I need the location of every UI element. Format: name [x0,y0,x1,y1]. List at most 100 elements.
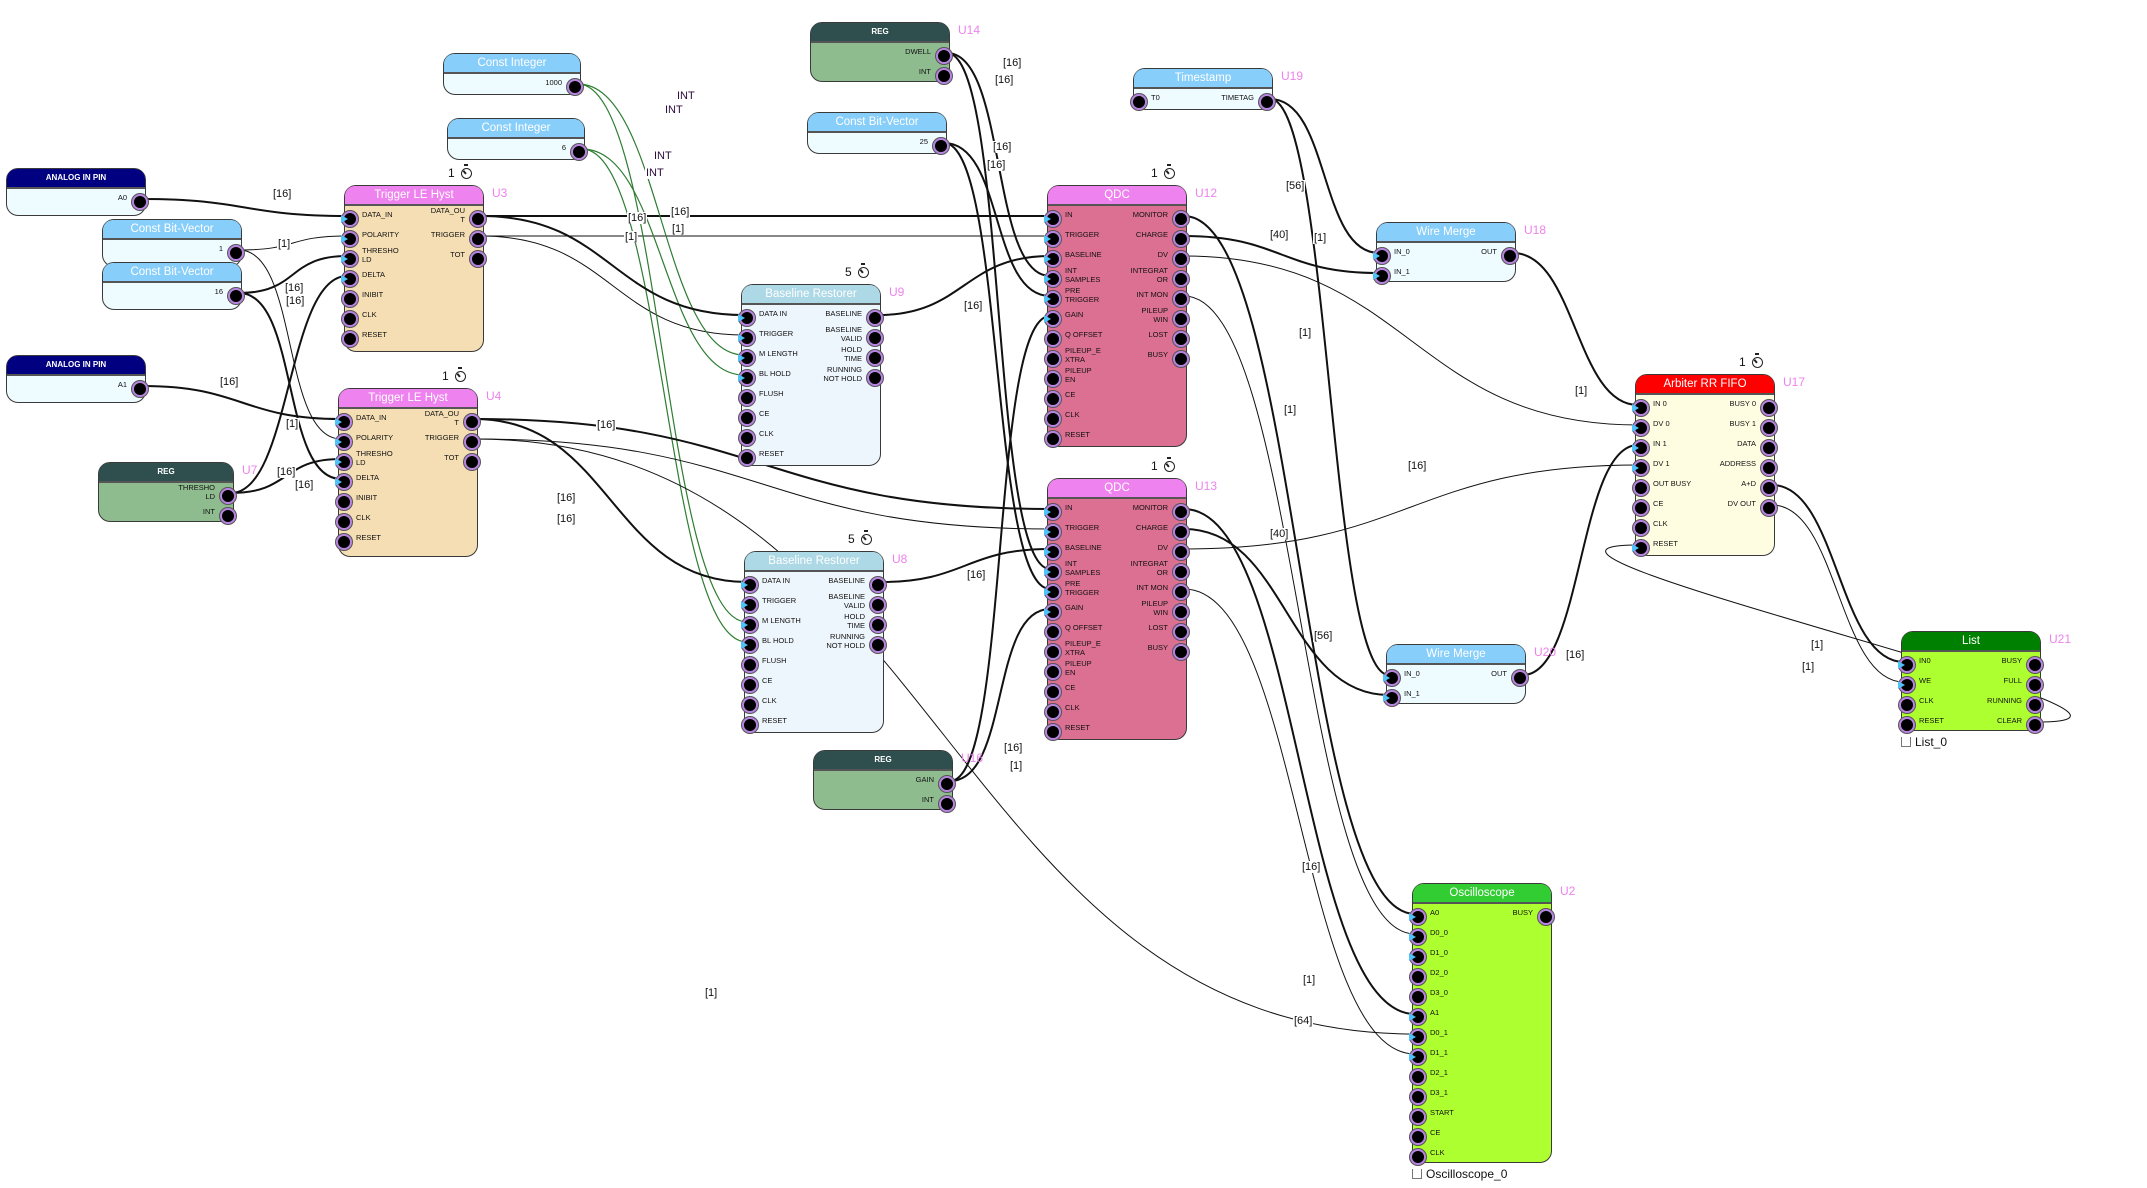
port-connector-icon[interactable] [1131,94,1147,110]
output-port[interactable]: CHARGE [1089,522,1189,542]
input-port[interactable]: A0 [1409,907,1496,927]
clock-divider[interactable]: 5 [845,263,869,279]
output-port[interactable]: BUSY [1089,642,1189,662]
input-port[interactable]: INIBIT [336,492,422,512]
port-connector-icon[interactable] [742,677,758,693]
port-connector-icon[interactable] [464,454,480,470]
output-port[interactable]: A+D [1677,478,1777,498]
port-connector-icon[interactable] [1173,544,1189,560]
port-connector-icon[interactable] [870,617,886,633]
output-port[interactable]: BASELINE VALID [783,325,883,348]
port-connector-icon[interactable] [567,79,583,95]
port-connector-icon[interactable] [1045,411,1061,427]
port-connector-icon[interactable] [1173,231,1189,247]
port-connector-icon[interactable] [1173,604,1189,620]
port-connector-icon[interactable] [336,534,352,550]
output-port[interactable]: DV OUT [1677,498,1777,518]
input-port[interactable]: POLARITY [341,229,428,249]
signal-wire[interactable] [230,275,348,494]
signal-wire[interactable] [238,235,348,251]
input-port[interactable]: PILEUP EN [1045,366,1131,389]
int-wire[interactable] [577,83,745,356]
port-connector-icon[interactable] [867,350,883,366]
port-connector-icon[interactable] [342,311,358,327]
output-port[interactable]: RUNNING [1943,695,2043,715]
port-connector-icon[interactable] [1761,460,1777,476]
output-port[interactable]: A0 [48,192,148,212]
signal-wire[interactable] [1522,444,1639,676]
input-port[interactable]: TRIGGER [1044,229,1131,249]
output-port[interactable]: ADDRESS [1677,458,1777,478]
signal-wire[interactable] [1183,464,1639,550]
clock-divider[interactable]: 1 [1151,457,1175,473]
input-port[interactable]: M LENGTH [738,348,825,368]
input-port[interactable]: A1 [1409,1007,1496,1027]
input-port[interactable]: PRE TRIGGER [1044,579,1131,602]
input-port[interactable]: INT SAMPLES [1044,559,1131,582]
port-connector-icon[interactable] [1761,420,1777,436]
input-port[interactable]: CLK [1045,702,1131,722]
output-port[interactable]: FULL [1943,675,2043,695]
input-port[interactable]: D3_1 [1410,1087,1496,1107]
input-port[interactable]: Q OFFSET [1045,329,1131,349]
input-port[interactable]: DATA_IN [341,209,428,229]
signal-wire[interactable] [1183,295,1416,935]
input-port[interactable]: CE [1410,1127,1496,1147]
output-port[interactable]: INT MON [1089,289,1189,309]
output-port[interactable]: BUSY 0 [1677,398,1777,418]
input-port[interactable]: RESET [336,532,422,552]
clock-divider[interactable]: 1 [1739,353,1763,369]
input-port[interactable]: BASELINE [1044,249,1131,269]
input-port[interactable]: DATA IN [738,308,825,328]
port-connector-icon[interactable] [1761,400,1777,416]
input-port[interactable]: CLK [1899,695,1985,715]
port-connector-icon[interactable] [220,508,236,524]
port-connector-icon[interactable] [1410,1149,1426,1165]
port-connector-icon[interactable] [1259,94,1275,110]
port-connector-icon[interactable] [1512,670,1528,686]
port-connector-icon[interactable] [1633,480,1649,496]
output-port[interactable]: DV [1089,249,1189,269]
input-port[interactable]: IN 1 [1632,438,1719,458]
port-connector-icon[interactable] [739,410,755,426]
input-port[interactable]: D0_0 [1409,927,1496,947]
port-connector-icon[interactable] [1173,504,1189,520]
input-port[interactable]: IN_1 [1383,688,1470,708]
port-connector-icon[interactable] [228,245,244,261]
port-connector-icon[interactable] [867,310,883,326]
output-port[interactable]: 1000 [485,77,583,97]
output-port[interactable]: OUT [1428,668,1528,688]
port-connector-icon[interactable] [1899,717,1915,733]
port-connector-icon[interactable] [1173,271,1189,287]
output-port[interactable]: LOST [1089,329,1189,349]
signal-wire[interactable] [142,198,348,217]
port-connector-icon[interactable] [1761,500,1777,516]
output-port[interactable]: INT [139,506,236,526]
input-port[interactable]: START [1410,1107,1496,1127]
output-port[interactable]: MONITOR [1089,502,1189,522]
port-connector-icon[interactable] [1045,724,1061,740]
signal-wire[interactable] [1183,235,1380,274]
output-port[interactable]: TRIGGER [380,432,480,452]
signal-wire[interactable] [1183,215,1416,915]
port-connector-icon[interactable] [1173,351,1189,367]
port-connector-icon[interactable] [1045,431,1061,447]
output-port[interactable]: PILEUP WIN [1089,599,1189,622]
output-port[interactable]: DATA_OU T [386,206,486,229]
output-port[interactable]: TIMETAG [1175,92,1275,112]
input-port[interactable]: CLK [336,512,422,532]
port-connector-icon[interactable] [867,330,883,346]
input-port[interactable]: CE [742,675,828,695]
port-connector-icon[interactable] [2027,717,2043,733]
port-connector-icon[interactable] [1173,584,1189,600]
signal-wire[interactable] [1512,252,1639,406]
